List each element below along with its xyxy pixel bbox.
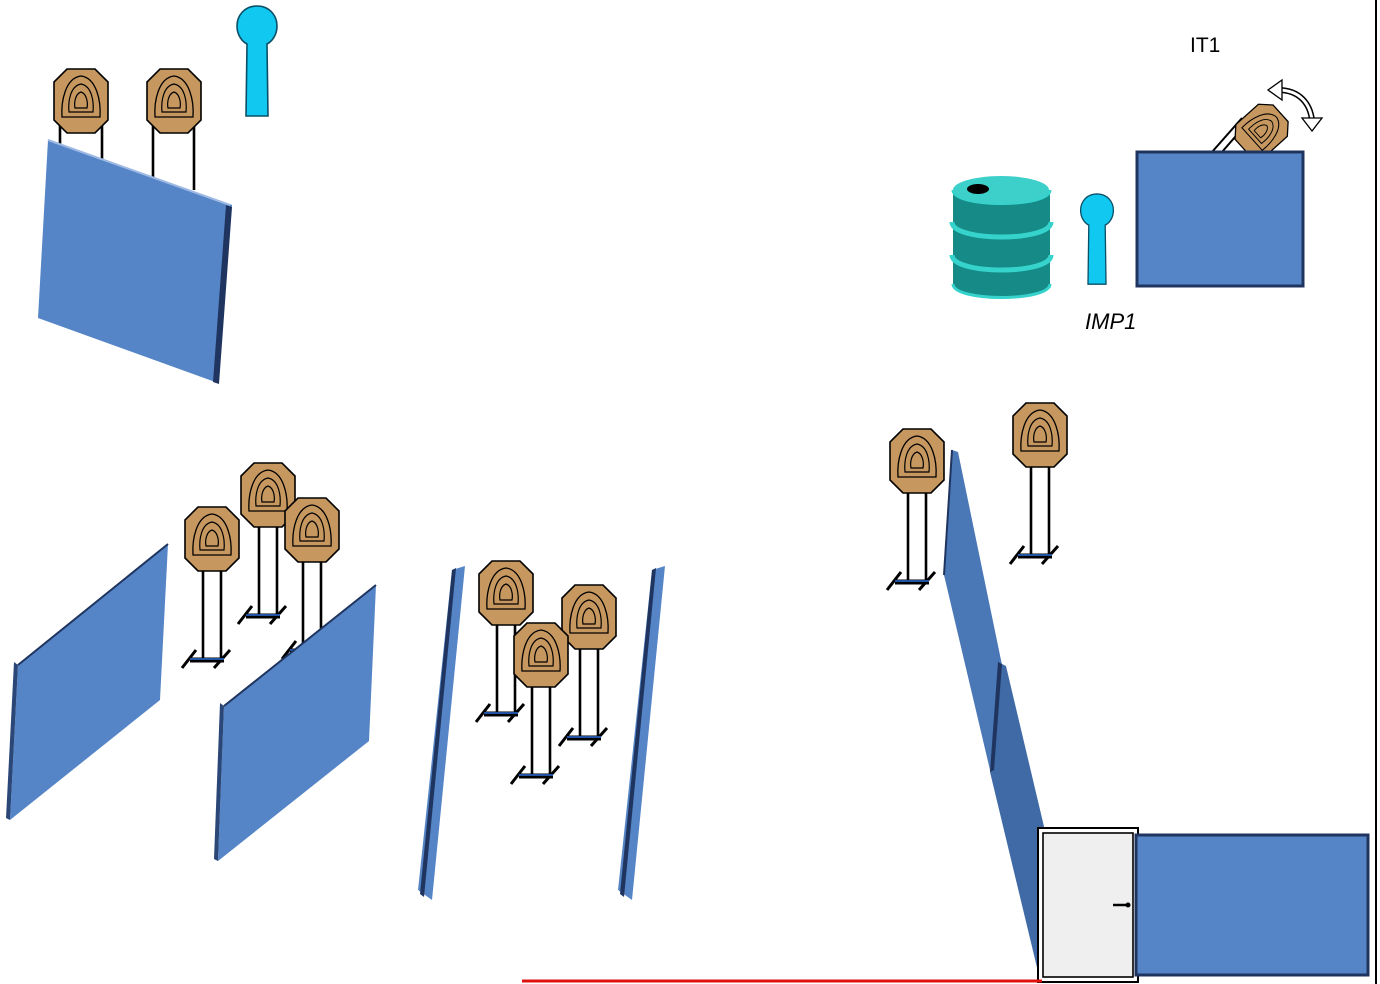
wall-bottom-left-1 bbox=[6, 543, 169, 820]
target-top-left-2 bbox=[146, 68, 202, 190]
swinger-target bbox=[1211, 78, 1324, 165]
target-array-2 bbox=[476, 561, 616, 784]
label-imp1: IMP1 bbox=[1085, 309, 1137, 334]
wall-top-right bbox=[1135, 150, 1305, 288]
wall-right-diagonal-upper bbox=[943, 449, 1002, 770]
no-shoot-top-right bbox=[1079, 193, 1115, 285]
wall-corridor-left bbox=[418, 566, 465, 900]
barrel-icon bbox=[949, 176, 1054, 299]
wall-corridor-right bbox=[618, 566, 665, 900]
target-right-1 bbox=[887, 429, 944, 590]
wall-top-left bbox=[38, 139, 232, 384]
wall-right-diagonal-lower bbox=[990, 662, 1046, 980]
wall-bottom-left-2 bbox=[214, 584, 377, 861]
target-right-2 bbox=[1010, 403, 1067, 564]
door bbox=[1037, 827, 1139, 983]
wall-bottom-right bbox=[1134, 833, 1370, 977]
label-it1: IT1 bbox=[1190, 34, 1221, 57]
no-shoot-top-left bbox=[236, 5, 278, 117]
